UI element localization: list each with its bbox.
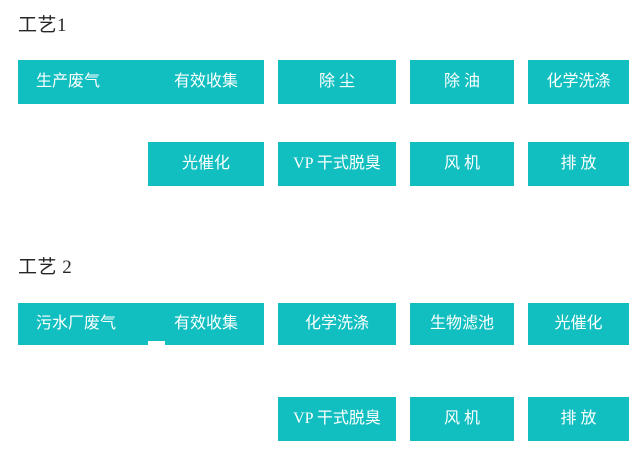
flow-box-label: 除 尘 xyxy=(318,73,355,90)
flow-box-label: 生产废气 xyxy=(36,73,101,90)
flow-box-label: VP 干式脱臭 xyxy=(293,410,381,427)
flow-box-label-secondary: 有效收集 xyxy=(173,73,238,90)
flow-box-label: 生物滤池 xyxy=(429,315,494,332)
flow-box-p2-r1-c4[interactable]: 光催化 xyxy=(528,303,629,345)
flow-box-label: 污水厂废气 xyxy=(36,315,117,332)
flow-box-p1-r1-c3[interactable]: 除 油 xyxy=(410,60,514,104)
flow-box-label: 风 机 xyxy=(443,410,480,427)
flow-box-p1-r2-c1[interactable]: 光催化 xyxy=(148,142,264,186)
flow-box-p2-r2-c2[interactable]: 风 机 xyxy=(410,397,514,441)
flow-box-p1-r1-c1[interactable]: 生产废气 有效收集 xyxy=(18,60,264,104)
flow-box-p2-r2-c3[interactable]: 排 放 xyxy=(528,397,629,441)
flow-box-label: VP 干式脱臭 xyxy=(293,155,381,172)
flow-box-p1-r1-c4[interactable]: 化学洗涤 xyxy=(528,60,629,104)
flow-box-p1-r2-c4[interactable]: 排 放 xyxy=(528,142,629,186)
section-heading-process-2: 工艺 2 xyxy=(18,257,73,278)
flow-box-p2-r1-c1[interactable]: 污水厂废气 有效收集 xyxy=(18,303,264,345)
flow-box-label-secondary: 有效收集 xyxy=(173,315,238,332)
flow-box-p1-r2-c3[interactable]: 风 机 xyxy=(410,142,514,186)
flow-box-label: 除 油 xyxy=(443,73,480,90)
flow-box-label: 光催化 xyxy=(181,155,230,172)
flow-box-label: 光催化 xyxy=(554,315,603,332)
flow-box-p2-r2-c1[interactable]: VP 干式脱臭 xyxy=(278,397,396,441)
section-heading-process-1: 工艺1 xyxy=(18,15,68,36)
flow-box-p2-r1-c3[interactable]: 生物滤池 xyxy=(410,303,514,345)
flow-box-p2-r1-c2[interactable]: 化学洗涤 xyxy=(278,303,396,345)
flow-box-label: 排 放 xyxy=(560,410,597,427)
flow-box-p1-r2-c2[interactable]: VP 干式脱臭 xyxy=(278,142,396,186)
flow-box-label: 化学洗涤 xyxy=(546,73,611,90)
flow-box-bottom-notch xyxy=(148,341,165,346)
flow-box-p1-r1-c2[interactable]: 除 尘 xyxy=(278,60,396,104)
flow-box-label: 排 放 xyxy=(560,155,597,172)
flow-box-label: 风 机 xyxy=(443,155,480,172)
flow-box-label: 化学洗涤 xyxy=(304,315,369,332)
